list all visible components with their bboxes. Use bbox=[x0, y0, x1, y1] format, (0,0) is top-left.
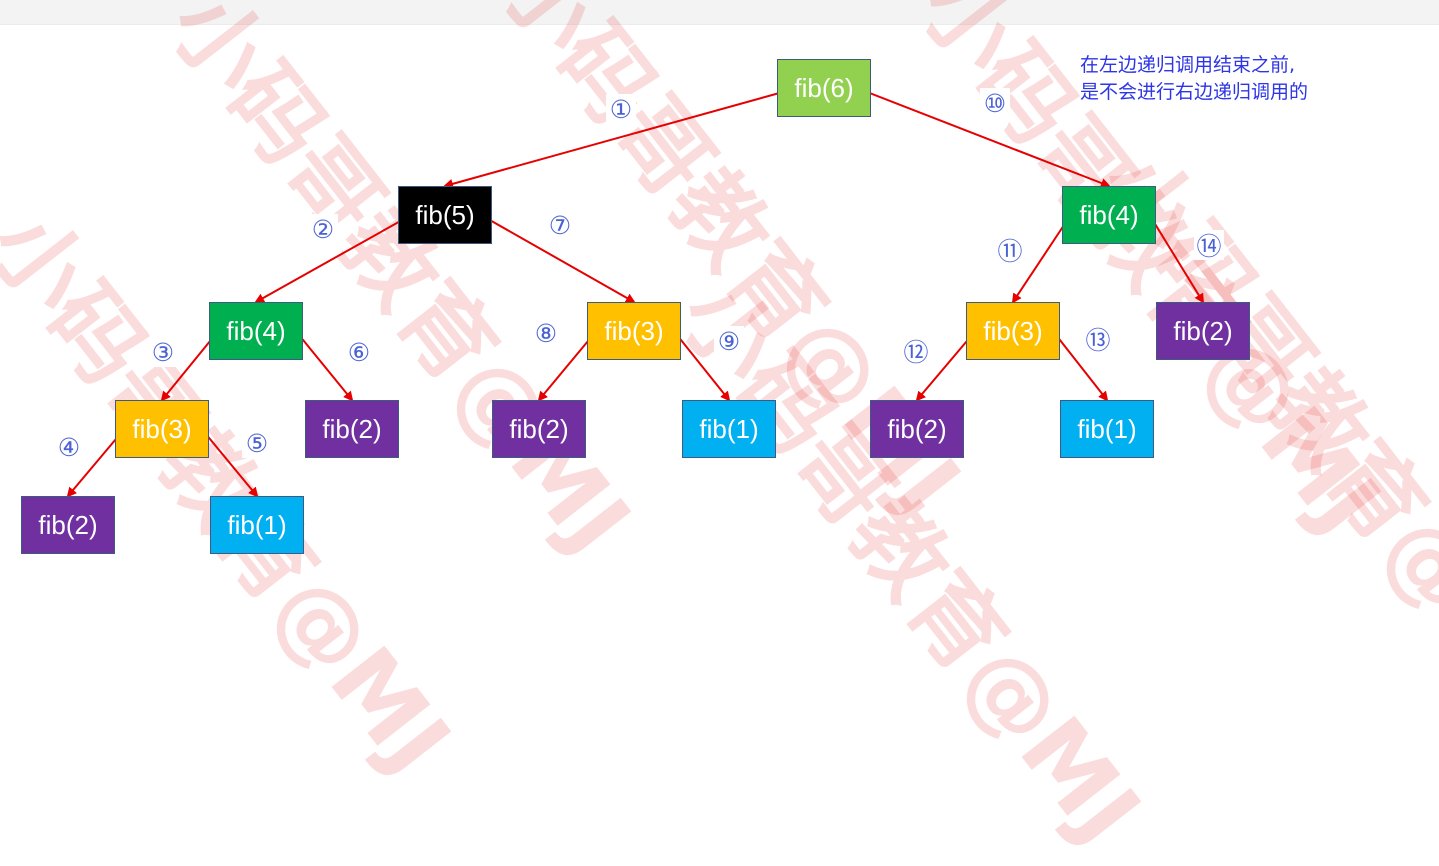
node-fib2-c: fib(2) bbox=[492, 400, 586, 458]
step-label-4: ④ bbox=[54, 432, 84, 462]
step-label-1: ① bbox=[606, 94, 636, 124]
node-fib3-right: fib(3) bbox=[966, 302, 1060, 360]
edge-n3b-n2c bbox=[537, 334, 594, 402]
step-label-13: ⑬ bbox=[1083, 324, 1113, 355]
step-label-8: ⑧ bbox=[531, 318, 561, 348]
node-fib3-mid: fib(3) bbox=[587, 302, 681, 360]
node-fib2-a: fib(2) bbox=[21, 496, 115, 554]
step-label-7: ⑦ bbox=[545, 210, 575, 240]
edge-n4a-n3a bbox=[160, 334, 216, 402]
recursion-note: 在左边递归调用结束之前, 是不会进行右边递归调用的 bbox=[1080, 52, 1308, 106]
note-line-2: 是不会进行右边递归调用的 bbox=[1080, 81, 1309, 103]
edge-n5-n4a bbox=[254, 218, 405, 303]
step-label-3: ③ bbox=[148, 337, 178, 367]
edge-n3c-n2d bbox=[915, 334, 973, 402]
edge-n3a-n2a bbox=[66, 432, 122, 498]
edge-n4a-n2b bbox=[298, 334, 354, 402]
step-label-9: ⑨ bbox=[714, 326, 744, 356]
step-label-5: ⑤ bbox=[242, 428, 272, 458]
edge-n5-n3b bbox=[487, 218, 636, 303]
node-fib1-c: fib(1) bbox=[1060, 400, 1154, 458]
node-fib4-right: fib(4) bbox=[1062, 186, 1156, 244]
node-fib3-left: fib(3) bbox=[115, 400, 209, 458]
node-fib1-a: fib(1) bbox=[210, 496, 304, 554]
step-label-11: ⑪ bbox=[995, 235, 1025, 266]
node-fib2-d: fib(2) bbox=[870, 400, 964, 458]
edge-n4b-n3c bbox=[1011, 218, 1069, 304]
edge-n4b-n2e bbox=[1151, 218, 1205, 304]
node-fib5: fib(5) bbox=[398, 186, 492, 244]
node-fib2-b: fib(2) bbox=[305, 400, 399, 458]
top-toolbar-strip bbox=[0, 0, 1439, 25]
node-fib2-e: fib(2) bbox=[1156, 302, 1250, 360]
step-label-2: ② bbox=[308, 214, 338, 244]
edge-n3b-n1b bbox=[676, 334, 731, 402]
edge-n6-n4b bbox=[866, 91, 1111, 188]
note-line-1: 在左边递归调用结束之前, bbox=[1080, 54, 1296, 76]
edge-layer bbox=[66, 91, 1205, 498]
node-fib6-root: fib(6) bbox=[777, 59, 871, 117]
step-label-6: ⑥ bbox=[344, 337, 374, 367]
step-label-14: ⑭ bbox=[1194, 230, 1224, 261]
node-fib4-left: fib(4) bbox=[209, 302, 303, 360]
step-label-12: ⑫ bbox=[901, 336, 931, 367]
edge-n3c-n1c bbox=[1055, 334, 1109, 402]
node-fib1-b: fib(1) bbox=[682, 400, 776, 458]
edge-n3a-n1a bbox=[204, 432, 259, 498]
edge-n6-n5 bbox=[443, 91, 784, 189]
step-label-10: ⑩ bbox=[980, 88, 1010, 118]
